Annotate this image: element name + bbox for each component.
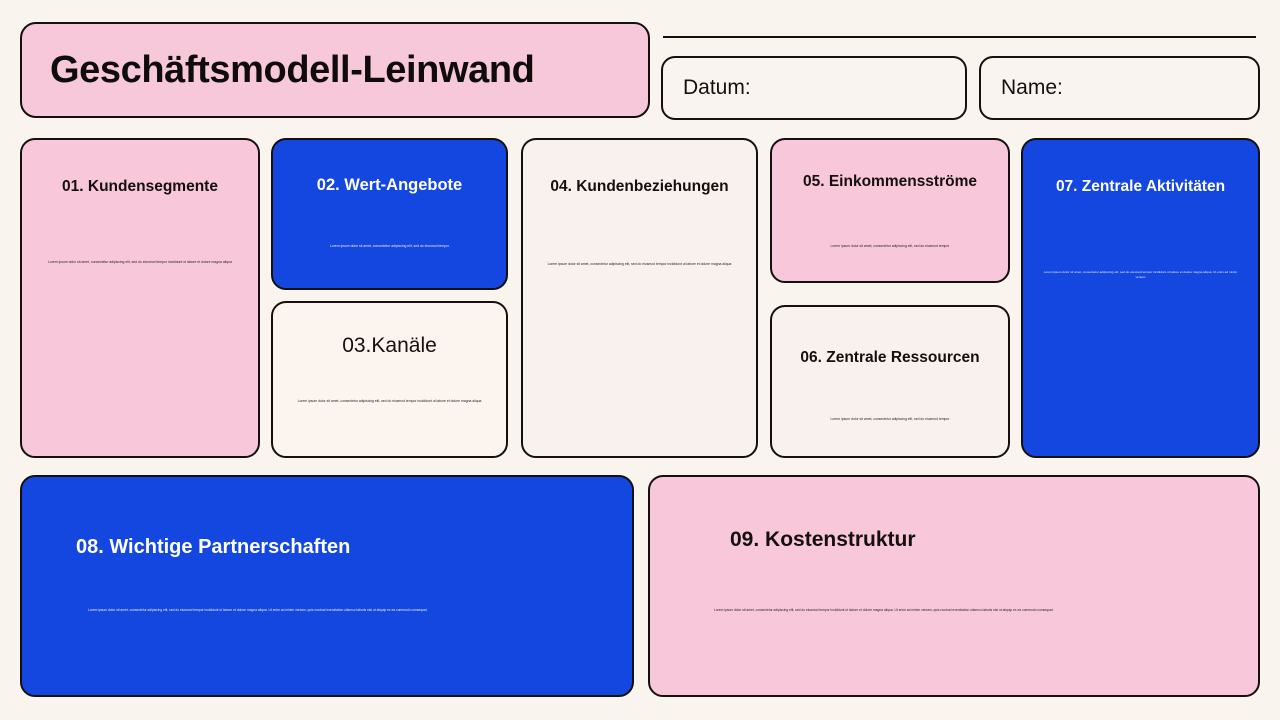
card-einkommensstroeme[interactable]: 05. Einkommensströme Lorem ipsum dolor s… — [770, 138, 1010, 283]
page-title-box: Geschäftsmodell-Leinwand — [20, 22, 650, 118]
card-kundensegmente[interactable]: 01. Kundensegmente Lorem ipsum dolor sit… — [20, 138, 260, 458]
date-label: Datum: — [683, 76, 751, 99]
card-title: 07. Zentrale Aktivitäten — [1055, 178, 1226, 195]
name-label: Name: — [1001, 76, 1063, 99]
page-title: Geschäftsmodell-Leinwand — [50, 48, 535, 91]
card-body-text: Lorem ipsum dolor sit amet, consectetur … — [88, 608, 427, 612]
card-body-text: Lorem ipsum dolor sit amet, consectetur … — [830, 417, 950, 421]
card-body-text: Lorem ipsum dolor sit amet, consectetur … — [830, 244, 950, 248]
date-field[interactable]: Datum: — [661, 56, 967, 120]
card-body-text: Lorem ipsum dolor sit amet, consectetur … — [48, 260, 232, 264]
card-kostenstruktur[interactable]: 09. Kostenstruktur Lorem ipsum dolor sit… — [648, 475, 1260, 697]
card-zentrale-ressourcen[interactable]: 06. Zentrale Ressourcen Lorem ipsum dolo… — [770, 305, 1010, 458]
card-title: 04. Kundenbeziehungen — [550, 178, 729, 195]
card-body-text: Lorem ipsum dolor sit amet, consectetur … — [297, 399, 482, 403]
card-body-text: Lorem ipsum dolor sit amet, consectetur … — [330, 244, 449, 248]
card-title: 01. Kundensegmente — [62, 178, 218, 195]
card-kundenbeziehungen[interactable]: 04. Kundenbeziehungen Lorem ipsum dolor … — [521, 138, 758, 458]
card-title: 08. Wichtige Partnerschaften — [76, 536, 351, 558]
card-title: 09. Kostenstruktur — [730, 528, 916, 551]
card-kanaele[interactable]: 03.Kanäle Lorem ipsum dolor sit amet, co… — [271, 301, 508, 458]
card-title: 05. Einkommensströme — [802, 173, 977, 190]
card-zentrale-aktivitaeten[interactable]: 07. Zentrale Aktivitäten Lorem ipsum dol… — [1021, 138, 1260, 458]
header-divider — [663, 36, 1256, 38]
card-wert-angebote[interactable]: 02. Wert-Angebote Lorem ipsum dolor sit … — [271, 138, 508, 290]
card-title: 06. Zentrale Ressourcen — [800, 349, 980, 366]
card-wichtige-partnerschaften[interactable]: 08. Wichtige Partnerschaften Lorem ipsum… — [20, 475, 634, 697]
card-title: 02. Wert-Angebote — [316, 176, 463, 194]
card-body-text: Lorem ipsum dolor sit amet, consectetur … — [547, 262, 732, 266]
card-body-text: Lorem ipsum dolor sit amet, consectetur … — [714, 608, 1053, 612]
card-title: 03.Kanäle — [342, 334, 437, 357]
card-body-text: Lorem ipsum dolor sit amet, consectetur … — [1043, 270, 1238, 279]
name-field[interactable]: Name: — [979, 56, 1260, 120]
